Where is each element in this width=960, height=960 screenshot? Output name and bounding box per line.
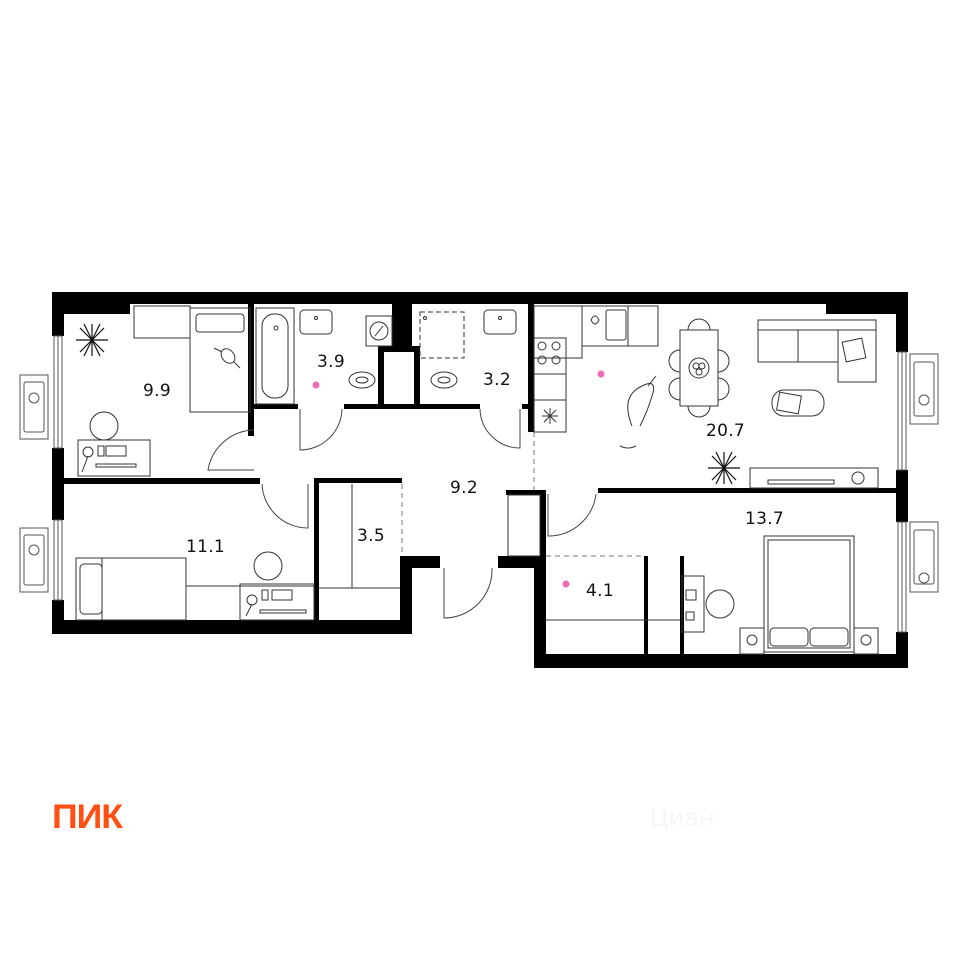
- washing-machine-icon: [365, 315, 393, 347]
- bed-icon: [75, 557, 187, 621]
- location-marker: [312, 370, 605, 588]
- sink-icon: [605, 309, 627, 341]
- room-area-hallway: 9.2: [450, 478, 478, 498]
- double-bed-icon: [763, 535, 855, 653]
- nightstand-icon: [739, 627, 765, 655]
- cat-icon: [619, 375, 657, 449]
- sofa-icon: [757, 319, 877, 383]
- wardrobe-shelf: [133, 305, 191, 339]
- chair-icon: [705, 589, 735, 619]
- desk-icon: [681, 575, 705, 633]
- nightstand-icon: [853, 627, 879, 655]
- walls: [52, 292, 908, 668]
- room-area-kitchen-living: 20.7: [706, 421, 746, 441]
- room-area-bedroom-1: 9.9: [143, 381, 171, 401]
- dashed-opening: [401, 432, 644, 557]
- radiator-icon: [19, 353, 939, 593]
- toilet-icon: [348, 371, 376, 389]
- desk-icon: [77, 439, 151, 477]
- toilet-icon: [430, 371, 458, 389]
- tv-stand-icon: [749, 467, 879, 489]
- room-area-shower-room: 3.2: [483, 370, 511, 390]
- door-icon: [207, 408, 597, 619]
- desk-icon: [239, 583, 315, 621]
- brand-logo: ПИК: [52, 798, 123, 836]
- room-area-bathroom: 3.9: [317, 352, 345, 372]
- armchair-laptop-icon: [771, 389, 825, 417]
- plant-icon: [708, 451, 740, 485]
- room-area-storage: 3.5: [357, 526, 385, 546]
- chair-icon: [253, 551, 283, 581]
- room-area-bedroom-2: 11.1: [186, 537, 226, 557]
- room-area-wardrobe: 4.1: [586, 581, 614, 601]
- chair-icon: [89, 411, 119, 441]
- shower-icon: [419, 311, 465, 359]
- fridge-icon: [533, 399, 567, 433]
- window-icon: [53, 335, 907, 633]
- watermark: Циан: [650, 804, 715, 832]
- bed-icon: [189, 307, 251, 413]
- dining-table-icon: [679, 329, 719, 407]
- bathtub-icon: [255, 307, 295, 405]
- sink-icon: [483, 309, 517, 335]
- plant-icon: [76, 323, 108, 357]
- toy-bunny-icon: [213, 347, 241, 369]
- room-area-master-bedroom: 13.7: [745, 509, 785, 529]
- sink-icon: [299, 309, 333, 335]
